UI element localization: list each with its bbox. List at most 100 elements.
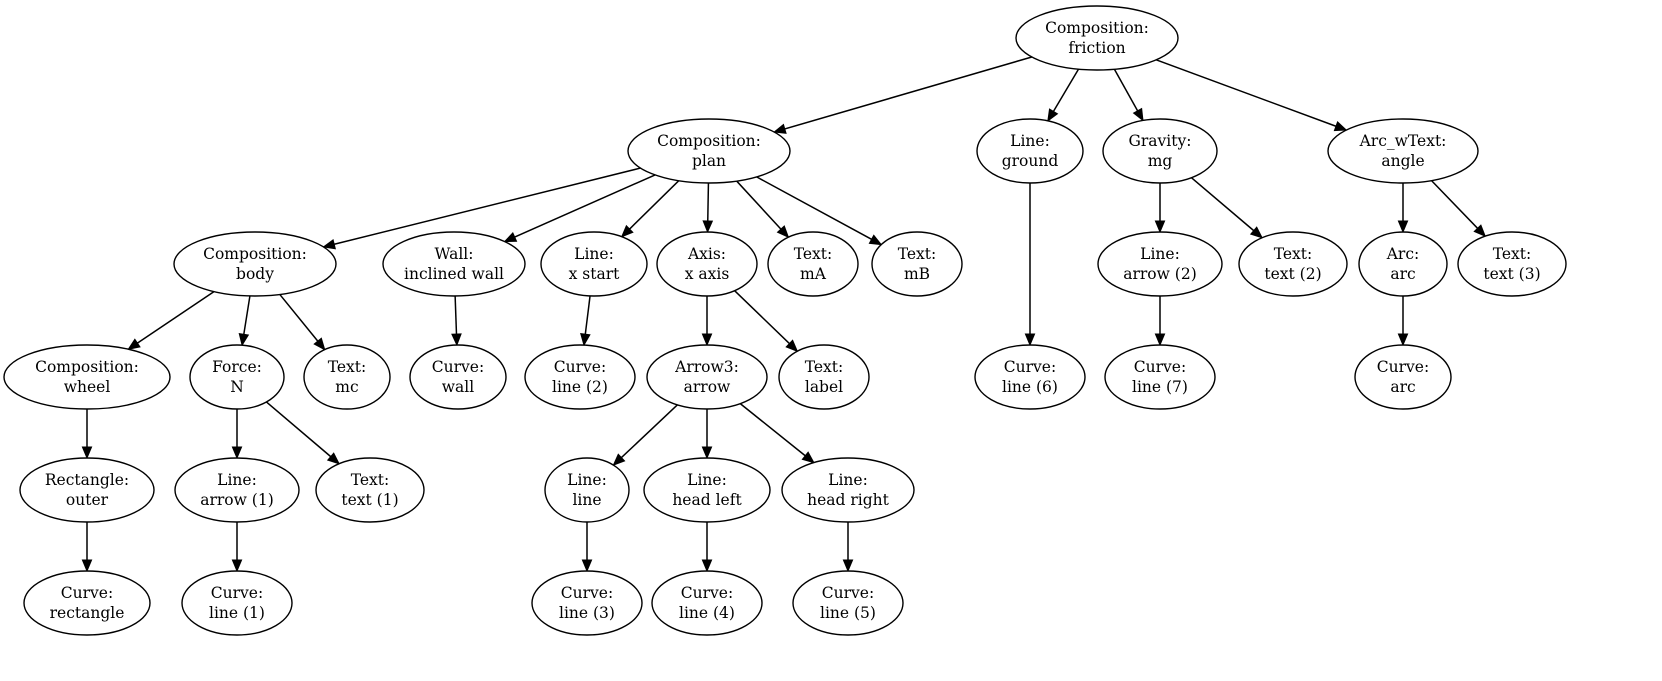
node-friction[interactable]: Composition:friction xyxy=(1015,5,1179,71)
node-line3[interactable]: Curve:line (3) xyxy=(531,570,643,636)
node-arcleaf[interactable]: Curve:arc xyxy=(1354,344,1452,410)
node-mB[interactable]: Text:mB xyxy=(871,231,963,297)
node-shape-text1[interactable] xyxy=(315,457,425,523)
arrowhead-plan-to-xaxis xyxy=(702,220,714,234)
node-line4[interactable]: Curve:line (4) xyxy=(651,570,763,636)
node-shape-rectangle[interactable] xyxy=(23,570,151,636)
node-N[interactable]: Force:N xyxy=(189,344,285,410)
node-shape-mg[interactable] xyxy=(1102,118,1218,184)
edge-mg-to-text2 xyxy=(1190,177,1255,232)
node-rectangle[interactable]: Curve:rectangle xyxy=(23,570,151,636)
node-shape-line6[interactable] xyxy=(974,344,1086,410)
arrowhead-friction-to-angle xyxy=(1333,121,1348,132)
node-name-label-outer: outer xyxy=(66,491,109,509)
node-shape-headright[interactable] xyxy=(781,457,915,523)
node-text1[interactable]: Text:text (1) xyxy=(315,457,425,523)
node-shape-headleft[interactable] xyxy=(643,457,771,523)
node-ground[interactable]: Line:ground xyxy=(976,118,1084,184)
edge-plan-to-inclinedwall xyxy=(514,174,656,238)
node-arrow2[interactable]: Line:arrow (2) xyxy=(1097,231,1223,297)
node-line6[interactable]: Curve:line (6) xyxy=(974,344,1086,410)
node-headleft[interactable]: Line:head left xyxy=(643,457,771,523)
node-shape-arrow1[interactable] xyxy=(174,457,300,523)
node-shape-arcleaf[interactable] xyxy=(1354,344,1452,410)
node-arc[interactable]: Arc:arc xyxy=(1358,231,1448,297)
node-shape-friction[interactable] xyxy=(1015,5,1179,71)
arrowhead-xaxis-to-arrow3 xyxy=(701,333,713,347)
node-shape-arc[interactable] xyxy=(1358,231,1448,297)
node-type-label-arrow1: Line: xyxy=(217,471,257,489)
node-shape-mA[interactable] xyxy=(767,231,859,297)
node-shape-xaxis[interactable] xyxy=(656,231,758,297)
node-xaxis[interactable]: Axis:x axis xyxy=(656,231,758,297)
node-wheel[interactable]: Composition:wheel xyxy=(3,344,171,410)
node-name-label-mA: mA xyxy=(800,265,827,283)
node-arrow1[interactable]: Line: arrow (1) xyxy=(174,457,300,523)
node-shape-line3[interactable] xyxy=(531,570,643,636)
node-shape-angle[interactable] xyxy=(1327,118,1479,184)
edge-plan-to-body xyxy=(334,167,641,246)
node-text3[interactable]: Text:text (3) xyxy=(1457,231,1567,297)
node-line5[interactable]: Curve:line (5) xyxy=(792,570,904,636)
node-shape-wheel[interactable] xyxy=(3,344,171,410)
node-shape-arrow3[interactable] xyxy=(646,344,768,410)
node-type-label-mA: Text: xyxy=(794,245,833,263)
node-mA[interactable]: Text: mA xyxy=(767,231,859,297)
node-name-label-mc: mc xyxy=(335,378,358,396)
arrowhead-N-to-arrow1 xyxy=(231,446,243,460)
node-xstart[interactable]: Line:x start xyxy=(540,231,648,297)
node-arrow3[interactable]: Arrow3:arrow xyxy=(646,344,768,410)
node-shape-line2[interactable] xyxy=(524,344,636,410)
node-shape-line4[interactable] xyxy=(651,570,763,636)
node-shape-mc[interactable] xyxy=(303,344,391,410)
node-shape-ground[interactable] xyxy=(976,118,1084,184)
node-headright[interactable]: Line:head right xyxy=(781,457,915,523)
edge-xstart-to-line2 xyxy=(584,295,591,335)
node-type-label-line2: Curve: xyxy=(554,358,606,376)
node-line7[interactable]: Curve:line (7) xyxy=(1104,344,1216,410)
node-shape-xstart[interactable] xyxy=(540,231,648,297)
node-name-label-ground: ground xyxy=(1002,152,1059,170)
node-mc[interactable]: Text:mc xyxy=(303,344,391,410)
node-shape-inclinedwall[interactable] xyxy=(382,231,526,297)
node-type-label-line4: Curve: xyxy=(681,584,733,602)
node-lineleaf[interactable]: Line:line xyxy=(544,457,630,523)
arrowhead-plan-to-inclinedwall xyxy=(503,232,518,243)
node-shape-outer[interactable] xyxy=(19,457,155,523)
node-name-label-arrow1: arrow (1) xyxy=(200,491,274,509)
node-mg[interactable]: Gravity:mg xyxy=(1102,118,1218,184)
node-type-label-arc: Arc: xyxy=(1386,245,1420,263)
node-shape-text3[interactable] xyxy=(1457,231,1567,297)
node-shape-label[interactable] xyxy=(778,344,870,410)
node-shape-line1[interactable] xyxy=(181,570,293,636)
node-shape-text2[interactable] xyxy=(1238,231,1348,297)
node-body[interactable]: Composition:body xyxy=(173,231,337,297)
node-inclinedwall[interactable]: Wall:inclined wall xyxy=(382,231,526,297)
node-name-label-text1: text (1) xyxy=(341,491,398,509)
node-label[interactable]: Text:label xyxy=(778,344,870,410)
node-outer[interactable]: Rectangle:outer xyxy=(19,457,155,523)
node-shape-plan[interactable] xyxy=(627,118,791,184)
node-type-label-inclinedwall: Wall: xyxy=(435,245,474,263)
node-line1[interactable]: Curve:line (1) xyxy=(181,570,293,636)
node-shape-arrow2[interactable] xyxy=(1097,231,1223,297)
node-shape-wall[interactable] xyxy=(409,344,507,410)
node-shape-N[interactable] xyxy=(189,344,285,410)
node-shape-line7[interactable] xyxy=(1104,344,1216,410)
node-wall[interactable]: Curve:wall xyxy=(409,344,507,410)
node-shape-lineleaf[interactable] xyxy=(544,457,630,523)
node-line2[interactable]: Curve:line (2) xyxy=(524,344,636,410)
node-name-label-line3: line (3) xyxy=(559,604,615,622)
node-text2[interactable]: Text:text (2) xyxy=(1238,231,1348,297)
node-type-label-xstart: Line: xyxy=(574,245,614,263)
node-shape-mB[interactable] xyxy=(871,231,963,297)
node-plan[interactable]: Composition:plan xyxy=(627,118,791,184)
node-type-label-label: Text: xyxy=(805,358,844,376)
node-type-label-N: Force: xyxy=(212,358,262,376)
node-angle[interactable]: Arc_wText:angle xyxy=(1327,118,1479,184)
node-name-label-text2: text (2) xyxy=(1264,265,1321,283)
node-shape-body[interactable] xyxy=(173,231,337,297)
node-shape-line5[interactable] xyxy=(792,570,904,636)
node-name-label-arcleaf: arc xyxy=(1390,378,1415,396)
